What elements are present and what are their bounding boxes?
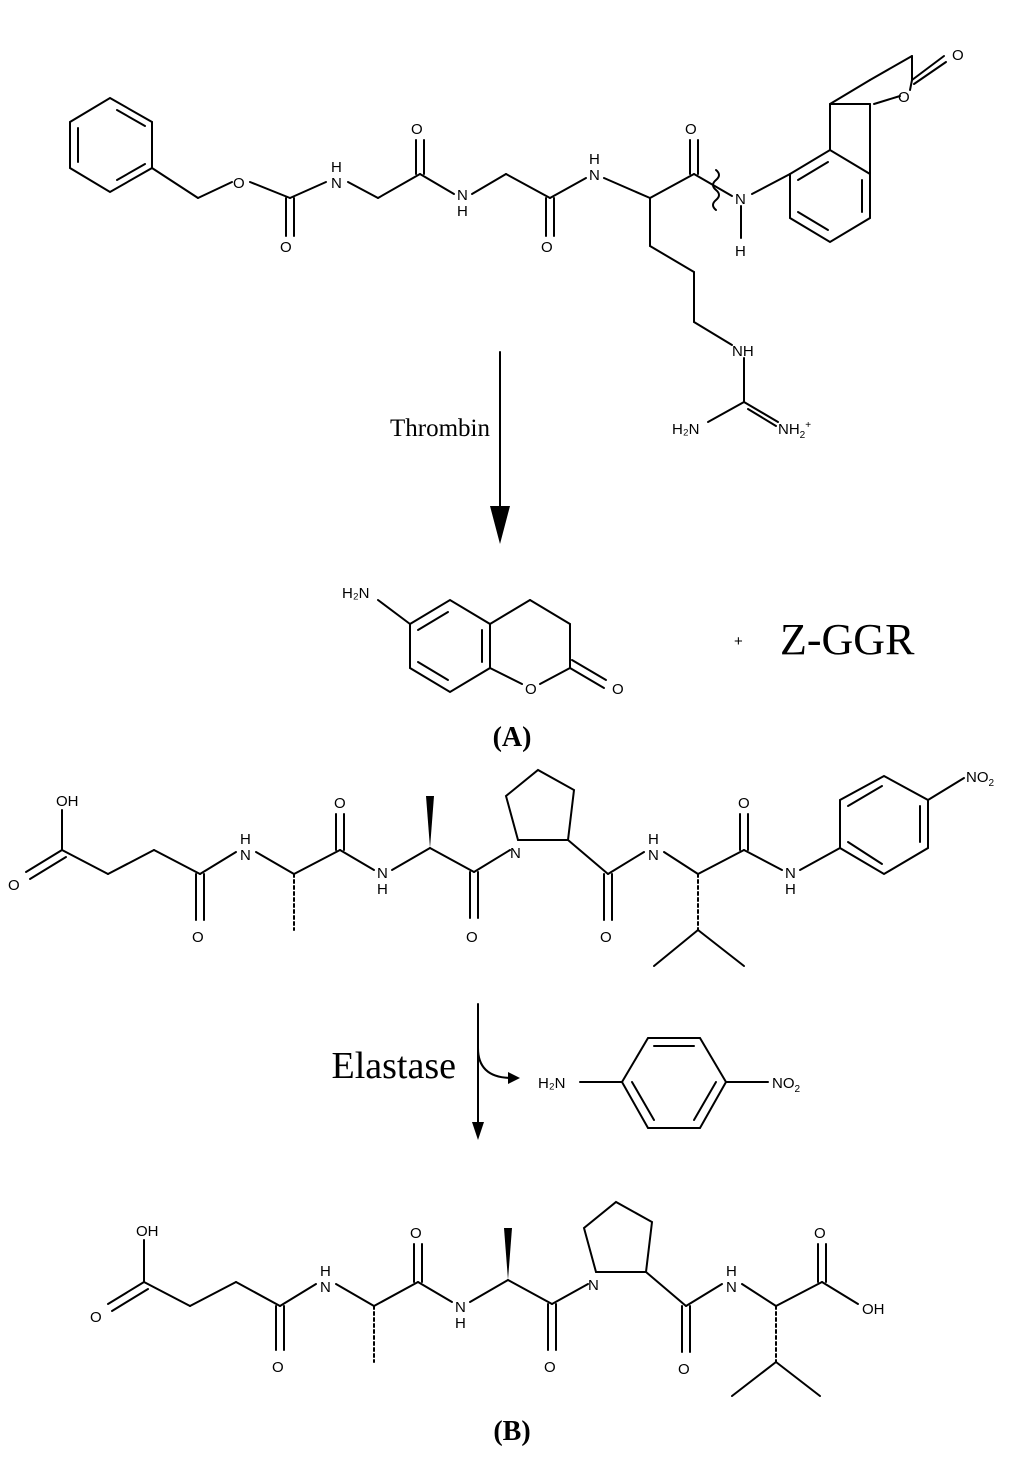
svg-text:N: N	[588, 1277, 599, 1294]
svg-text:O: O	[814, 1225, 826, 1242]
svg-text:O: O	[685, 121, 697, 138]
proline-ring	[504, 768, 576, 841]
svg-text:H: H	[377, 881, 388, 898]
svg-text:N: N	[457, 187, 468, 204]
svg-text:OH: OH	[862, 1301, 885, 1318]
svg-text:O: O	[192, 929, 204, 946]
product-z-ggr: Z-GGR	[780, 615, 915, 664]
substrate-zggr-amc	[69, 55, 947, 427]
nitroaniline-ring	[620, 1037, 728, 1129]
svg-text:O: O	[600, 929, 612, 946]
svg-text:N: N	[726, 1279, 737, 1296]
svg-text:O: O	[410, 1225, 422, 1242]
svg-text:H: H	[455, 1315, 466, 1332]
amc-benzo-ring	[409, 598, 491, 694]
enzyme-label-thrombin: Thrombin	[390, 415, 490, 442]
svg-text:NH: NH	[732, 343, 754, 360]
product-suc-aapv: OH O O H N O N H O N O H N O OH	[90, 1200, 885, 1397]
svg-text:O: O	[233, 175, 245, 192]
svg-text:H: H	[240, 831, 251, 848]
svg-text:O: O	[678, 1361, 690, 1378]
benzene-ring	[69, 96, 153, 194]
svg-text:O: O	[738, 795, 750, 812]
svg-text:N: N	[589, 167, 600, 184]
svg-text:N: N	[320, 1279, 331, 1296]
cleavage-site-marker	[712, 169, 720, 211]
svg-text:O: O	[525, 681, 537, 698]
product-amc: H₂N O O	[342, 585, 624, 698]
thrombin-reaction-arrow: Thrombin	[390, 351, 510, 544]
panel-label-b: (B)	[493, 1416, 530, 1447]
svg-text:H: H	[735, 243, 746, 260]
plus-sign: +	[734, 633, 743, 650]
coumarin-benzo-ring	[789, 148, 871, 244]
svg-text:H: H	[331, 159, 342, 176]
svg-text:NO2: NO2	[772, 1075, 801, 1095]
svg-text:O: O	[541, 239, 553, 256]
svg-text:NO2: NO2	[966, 769, 995, 789]
svg-text:OH: OH	[136, 1223, 159, 1240]
svg-text:O: O	[272, 1359, 284, 1376]
substrate-b-atom-labels: OH O O H N O N H O N O H N O N H NO2	[8, 769, 995, 946]
svg-text:O: O	[8, 877, 20, 894]
svg-text:OH: OH	[56, 793, 79, 810]
substrate-suc-aapv-pna	[25, 768, 965, 967]
svg-text:N: N	[785, 865, 796, 882]
svg-text:N: N	[648, 847, 659, 864]
enzyme-label-elastase: Elastase	[331, 1045, 456, 1087]
svg-text:O: O	[544, 1359, 556, 1376]
svg-text:O: O	[411, 121, 423, 138]
panel-label-a: (A)	[493, 722, 532, 753]
svg-text:N: N	[331, 175, 342, 192]
svg-text:H: H	[726, 1263, 737, 1280]
elastase-reaction-arrow: Elastase	[331, 1003, 520, 1140]
svg-text:N: N	[735, 191, 746, 208]
svg-text:H: H	[785, 881, 796, 898]
svg-text:N: N	[510, 845, 521, 862]
product-p-nitroaniline: H₂N NO2	[538, 1037, 801, 1129]
svg-text:O: O	[280, 239, 292, 256]
svg-text:H₂N: H₂N	[538, 1075, 566, 1092]
svg-text:H₂N: H₂N	[342, 585, 370, 602]
svg-text:H: H	[320, 1263, 331, 1280]
svg-text:N: N	[455, 1299, 466, 1316]
svg-text:O: O	[898, 89, 910, 106]
svg-text:O: O	[466, 929, 478, 946]
svg-text:H: H	[648, 831, 659, 848]
svg-text:O: O	[612, 681, 624, 698]
svg-text:NH2+: NH2+	[778, 420, 811, 441]
svg-text:H: H	[457, 203, 468, 220]
substrate-atom-labels: O O H N O N H O H N O N H O O NH H₂N NH2…	[233, 47, 964, 441]
svg-text:H: H	[589, 151, 600, 168]
svg-text:O: O	[90, 1309, 102, 1326]
svg-text:N: N	[240, 847, 251, 864]
svg-text:O: O	[334, 795, 346, 812]
svg-text:H₂N: H₂N	[672, 421, 700, 438]
svg-text:N: N	[377, 865, 388, 882]
product-proline-ring	[582, 1200, 654, 1273]
nitrophenyl-ring	[839, 774, 929, 876]
svg-text:O: O	[952, 47, 964, 64]
